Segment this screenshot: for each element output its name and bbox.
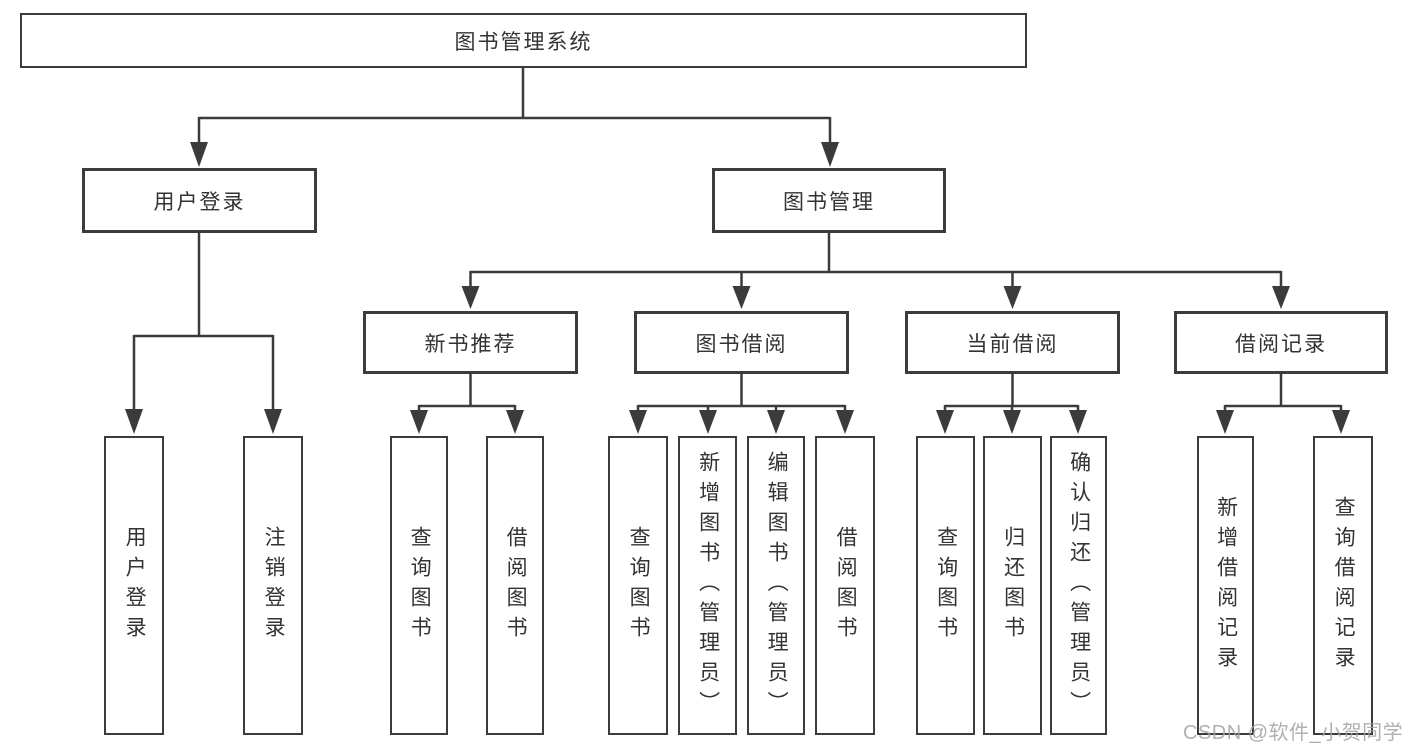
leaf-user-login: 用户登录 — [104, 436, 164, 735]
leaf-label: 确认归还（管理员） — [1067, 450, 1091, 721]
node-book-management: 图书管理 — [712, 168, 946, 233]
node-label: 借阅记录 — [1235, 332, 1327, 356]
node-current-borrowing: 当前借阅 — [905, 311, 1120, 374]
leaf-add-book-admin: 新增图书（管理员） — [678, 436, 737, 735]
leaf-label: 用户登录 — [123, 525, 147, 646]
leaf-label: 借阅图书 — [504, 525, 528, 646]
leaf-confirm-return-admin: 确认归还（管理员） — [1050, 436, 1107, 735]
node-user-login: 用户登录 — [82, 168, 317, 233]
leaf-label: 注销登录 — [262, 525, 286, 646]
leaf-label: 借阅图书 — [834, 525, 858, 646]
node-label: 新书推荐 — [424, 332, 517, 356]
node-label: 图书管理系统 — [454, 30, 593, 54]
leaf-query-books-current: 查询图书 — [916, 436, 975, 735]
node-borrowing-records: 借阅记录 — [1174, 311, 1388, 374]
leaf-query-books-borrow: 查询图书 — [608, 436, 668, 735]
leaf-label: 归还图书 — [1001, 525, 1025, 646]
leaf-edit-book-admin: 编辑图书（管理员） — [747, 436, 805, 735]
leaf-label: 查询图书 — [408, 525, 432, 646]
leaf-return-book: 归还图书 — [983, 436, 1042, 735]
leaf-label: 查询借阅记录 — [1332, 495, 1356, 676]
node-label: 图书借阅 — [695, 332, 788, 356]
leaf-label: 查询图书 — [627, 525, 651, 646]
leaf-query-borrow-record: 查询借阅记录 — [1313, 436, 1373, 735]
leaf-add-borrow-record: 新增借阅记录 — [1197, 436, 1254, 735]
leaf-label: 新增图书（管理员） — [696, 450, 720, 721]
leaf-label: 新增借阅记录 — [1214, 495, 1238, 676]
node-label: 用户登录 — [153, 190, 246, 214]
leaf-logout: 注销登录 — [243, 436, 303, 735]
node-book-borrowing: 图书借阅 — [634, 311, 849, 374]
leaf-borrow-books-recommend: 借阅图书 — [486, 436, 544, 735]
leaf-label: 查询图书 — [934, 525, 958, 646]
leaf-query-books-recommend: 查询图书 — [390, 436, 448, 735]
csdn-watermark: CSDN @软件_小贺同学 — [1183, 722, 1404, 744]
node-label: 图书管理 — [783, 190, 875, 214]
node-library-management-system: 图书管理系统 — [20, 13, 1027, 68]
leaf-label: 编辑图书（管理员） — [765, 450, 789, 721]
leaf-borrow-books: 借阅图书 — [815, 436, 875, 735]
node-new-book-recommendation: 新书推荐 — [363, 311, 578, 374]
node-label: 当前借阅 — [966, 332, 1059, 356]
